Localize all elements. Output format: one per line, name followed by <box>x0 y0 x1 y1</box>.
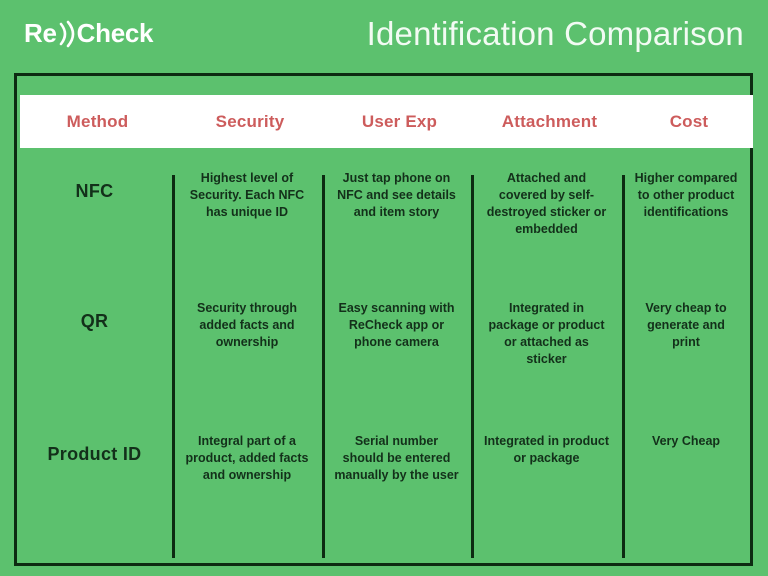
column-divider-1 <box>172 175 175 558</box>
table-header-row: Method Security User Exp Attachment Cost <box>20 95 753 148</box>
comparison-table: Method Security User Exp Attachment Cost… <box>14 73 753 566</box>
slide-header: Re Check Identification Comparison <box>0 0 768 73</box>
cell-method: Product ID <box>47 444 142 464</box>
cell-security: Security through added facts and ownersh… <box>196 301 297 349</box>
cell-security: Highest level of Security. Each NFC has … <box>189 171 305 219</box>
cell-user-exp: Easy scanning with ReCheck app or phone … <box>338 301 455 349</box>
cell-cost: Very Cheap <box>651 434 721 448</box>
logo-suffix: Check <box>76 18 154 48</box>
logo-prefix: Re <box>24 18 57 48</box>
cell-attachment: Integrated in product or package <box>484 434 609 465</box>
cell-user-exp: Just tap phone on NFC and see details an… <box>337 171 456 219</box>
cell-attachment: Integrated in package or product or atta… <box>488 301 605 366</box>
column-divider-4 <box>622 175 625 558</box>
table-body: NFC Highest level of Security. Each NFC … <box>17 148 750 566</box>
column-header-user-exp: User Exp <box>361 111 438 131</box>
column-header-method: Method <box>66 111 129 131</box>
column-header-security: Security <box>215 111 285 131</box>
column-header-cost: Cost <box>669 111 709 131</box>
cell-attachment: Attached and covered by self-destroyed s… <box>486 171 607 236</box>
nfc-wave-icon <box>57 19 77 49</box>
column-divider-2 <box>322 175 325 558</box>
cell-security: Integral part of a product, added facts … <box>185 434 309 482</box>
column-divider-3 <box>471 175 474 558</box>
cell-method: QR <box>80 311 109 331</box>
cell-cost: Higher compared to other product identif… <box>634 171 738 219</box>
recheck-logo[interactable]: Re Check <box>24 16 153 50</box>
table-row: QR Security through added facts and owne… <box>17 300 750 420</box>
column-header-attachment: Attachment <box>501 111 598 131</box>
cell-method: NFC <box>75 181 114 201</box>
page-title: Identification Comparison <box>366 15 744 52</box>
cell-cost: Very cheap to generate and print <box>645 301 727 349</box>
table-row: NFC Highest level of Security. Each NFC … <box>17 170 750 290</box>
table-row: Product ID Integral part of a product, a… <box>17 433 750 553</box>
cell-user-exp: Serial number should be entered manually… <box>334 434 459 482</box>
